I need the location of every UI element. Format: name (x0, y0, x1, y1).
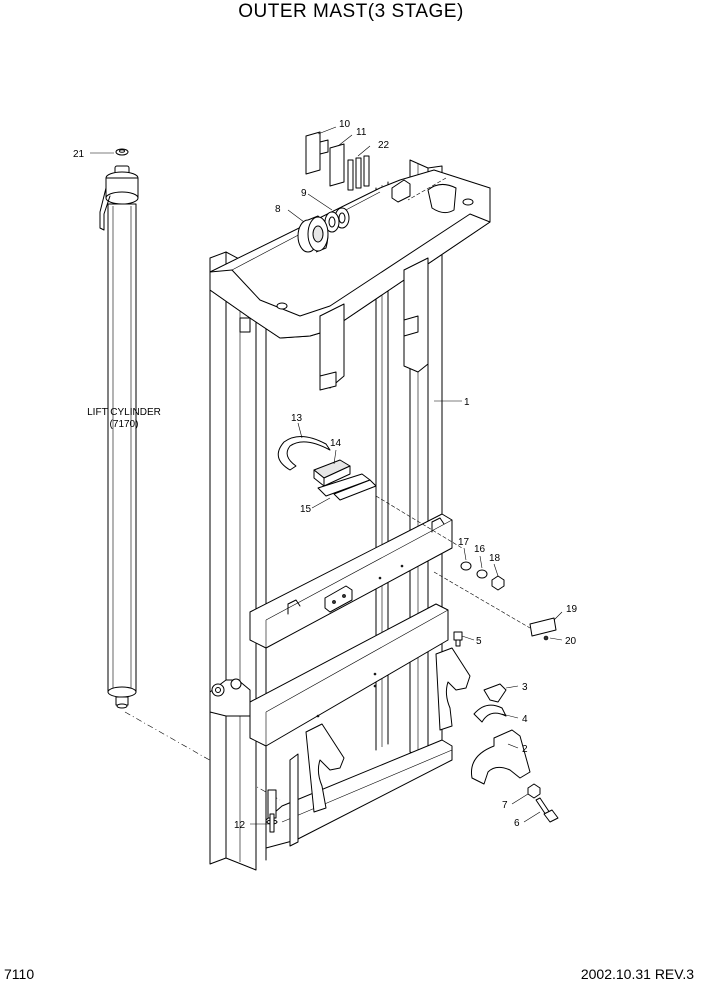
outer-mast-frame[interactable] (209, 159, 491, 871)
part-20-rivet[interactable] (543, 635, 549, 641)
part-19-plate[interactable] (529, 617, 557, 637)
callout-2: 2 (522, 744, 528, 755)
part-5-nipple[interactable] (453, 631, 463, 647)
callout-13: 13 (291, 413, 303, 424)
revision-label: 2002.10.31 REV.3 (580, 966, 694, 982)
callout-21: 21 (73, 149, 85, 160)
callout-1: 1 (464, 397, 470, 408)
cylinder-label-line1: LIFT CYLINDER (87, 407, 161, 418)
callout-15: 15 (300, 504, 312, 515)
lift-cylinder[interactable] (99, 148, 139, 709)
part-4-liner[interactable] (473, 704, 507, 723)
callout-18: 18 (489, 553, 501, 564)
cylinder-label-line2: (7170) (110, 419, 139, 430)
part-2-clamp[interactable] (470, 729, 531, 785)
callout-9: 9 (301, 188, 307, 199)
part-3-cap[interactable] (483, 683, 507, 703)
callout-4: 4 (522, 714, 528, 725)
part-10-plate[interactable] (305, 131, 329, 175)
part-18-nut[interactable] (491, 575, 505, 591)
part-12-pin[interactable] (269, 813, 275, 833)
callout-3: 3 (522, 682, 528, 693)
page-title: OUTER MAST(3 STAGE) (238, 1, 464, 22)
part-14-pad[interactable] (313, 459, 351, 487)
callout-6: 6 (514, 818, 520, 829)
callout-5: 5 (476, 636, 482, 647)
callout-11: 11 (356, 127, 367, 138)
part-15-plate[interactable] (317, 473, 377, 501)
part-8-roller[interactable] (297, 215, 329, 253)
part-6-bolt[interactable] (535, 797, 559, 823)
part-7-washer[interactable] (527, 783, 541, 799)
callout-7: 7 (502, 800, 508, 811)
callout-19: 19 (566, 604, 578, 615)
page-number: 7110 (4, 966, 35, 982)
callout-10: 10 (339, 119, 351, 130)
callout-22: 22 (378, 140, 390, 151)
callout-8: 8 (275, 204, 281, 215)
part-13-clamp[interactable] (277, 436, 331, 471)
callout-17: 17 (458, 537, 470, 548)
callout-12: 12 (234, 820, 246, 831)
part-11-shim[interactable] (329, 143, 345, 187)
callout-14: 14 (330, 438, 342, 449)
callout-20: 20 (565, 636, 577, 647)
part-9-washer[interactable] (324, 207, 350, 233)
part-16-washer[interactable] (476, 569, 488, 579)
leader-lines (90, 126, 563, 825)
part-17-washer[interactable] (460, 561, 472, 571)
callout-16: 16 (474, 544, 486, 555)
part-22-pins[interactable] (347, 155, 370, 191)
